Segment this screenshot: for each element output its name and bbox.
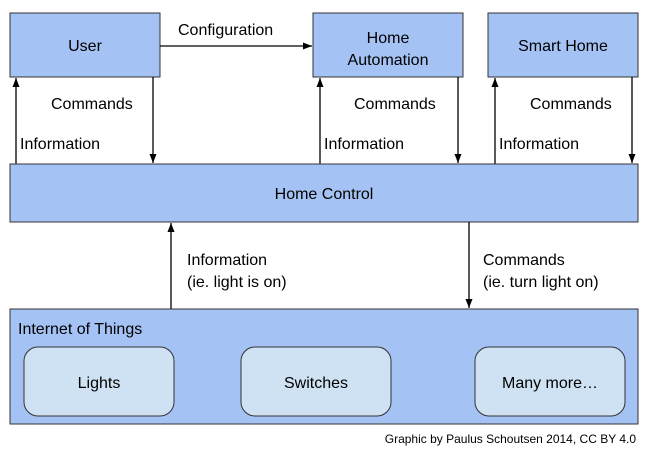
switches-label: Switches (284, 375, 348, 392)
switches-node: Switches (240, 346, 392, 417)
home-automation-information-label: Information (324, 136, 404, 153)
many-more-box (474, 346, 626, 417)
lights-node: Lights (23, 346, 175, 417)
user-information-label: Information (20, 136, 100, 153)
smart-home-information-label: Information (499, 136, 579, 153)
smart-home-node: Smart Home (487, 12, 639, 78)
many-more-label: Many more… (502, 375, 598, 392)
iot-commands-label-line-2: (ie. turn light on) (483, 274, 599, 291)
user-node: User (9, 12, 161, 78)
lights-label: Lights (78, 375, 121, 392)
switches-box (240, 346, 392, 417)
many-more-node: Many more… (474, 346, 626, 417)
internet-of-things-node: Internet of Things Lights Switches Many … (9, 308, 639, 425)
home-control-box (9, 163, 639, 223)
lights-box (23, 346, 175, 417)
home-control-node: Home Control (9, 163, 639, 223)
user-box (9, 12, 161, 78)
home-automation-commands-label: Commands (354, 96, 436, 113)
iot-information-label-line-1: Information (187, 252, 267, 269)
credit-text: Graphic by Paulus Schoutsen 2014, CC BY … (385, 432, 637, 446)
home-automation-box (312, 12, 464, 78)
iot-information-label-line-2: (ie. light is on) (187, 274, 287, 291)
smart-home-label: Smart Home (518, 38, 608, 55)
home-automation-label-line-1: Home (367, 30, 410, 47)
smart-home-box (487, 12, 639, 78)
configuration-label: Configuration (178, 22, 273, 39)
user-label: User (68, 38, 102, 55)
iot-commands-label-line-1: Commands (483, 252, 565, 269)
home-automation-node: Home Automation (312, 12, 464, 78)
user-commands-label: Commands (51, 96, 133, 113)
home-automation-label-line-2: Automation (348, 52, 429, 69)
internet-of-things-label: Internet of Things (18, 321, 142, 338)
home-control-label: Home Control (275, 186, 374, 203)
smart-home-commands-label: Commands (530, 96, 612, 113)
